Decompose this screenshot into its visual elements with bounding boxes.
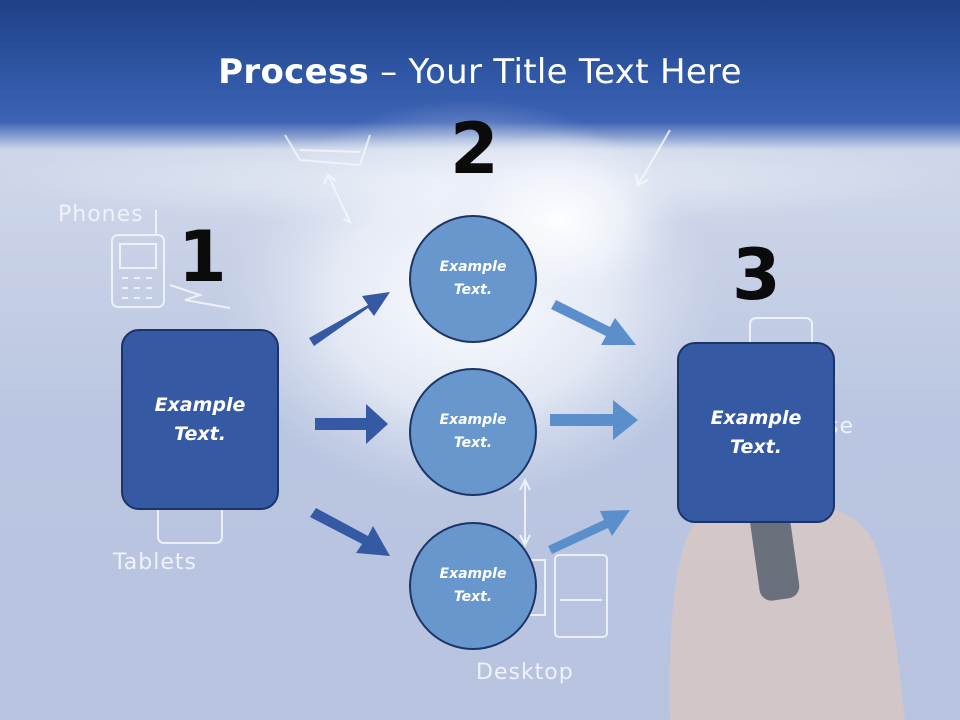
- desktop-label: Desktop: [476, 660, 574, 685]
- arrow-left-middle: [315, 404, 388, 444]
- tablets-label: Tablets: [113, 550, 197, 575]
- step-3-number: 3: [732, 234, 781, 316]
- arrow-right-up: [551, 300, 636, 345]
- arrow-left-down: [310, 508, 390, 556]
- step-2-circle-top[interactable]: Example Text.: [409, 215, 537, 343]
- title-bold: Process: [218, 52, 370, 92]
- arrow-right-middle: [550, 400, 638, 440]
- slide-title: Process – Your Title Text Here: [0, 52, 960, 92]
- phone-sketch: [111, 210, 165, 308]
- desktop-sketch: [519, 554, 608, 638]
- title-rest: – Your Title Text Here: [369, 52, 742, 92]
- step-2-number: 2: [450, 108, 499, 190]
- step-1-text: Example Text.: [154, 393, 246, 445]
- sketch-zigzag: [169, 284, 231, 309]
- sketch-arrow-vertical: [519, 477, 531, 548]
- step-1-box[interactable]: Example Text.: [121, 329, 279, 510]
- circle-bottom-text: Example Text.: [439, 566, 507, 605]
- arrow-right-down: [548, 510, 630, 554]
- step-3-text: Example Text.: [710, 406, 802, 458]
- step-3-box[interactable]: Example Text.: [677, 342, 835, 523]
- circle-top-text: Example Text.: [439, 259, 507, 298]
- circle-middle-text: Example Text.: [439, 412, 507, 451]
- step-2-circle-middle[interactable]: Example Text.: [409, 368, 537, 496]
- laptop-sketch: [284, 134, 371, 167]
- arrow-left-up: [309, 292, 390, 346]
- phones-label: Phones: [58, 202, 144, 227]
- step-1-number: 1: [178, 216, 227, 298]
- sketch-arrow-down: [635, 129, 671, 187]
- sketch-arrow-double: [323, 173, 353, 224]
- step-2-circle-bottom[interactable]: Example Text.: [409, 522, 537, 650]
